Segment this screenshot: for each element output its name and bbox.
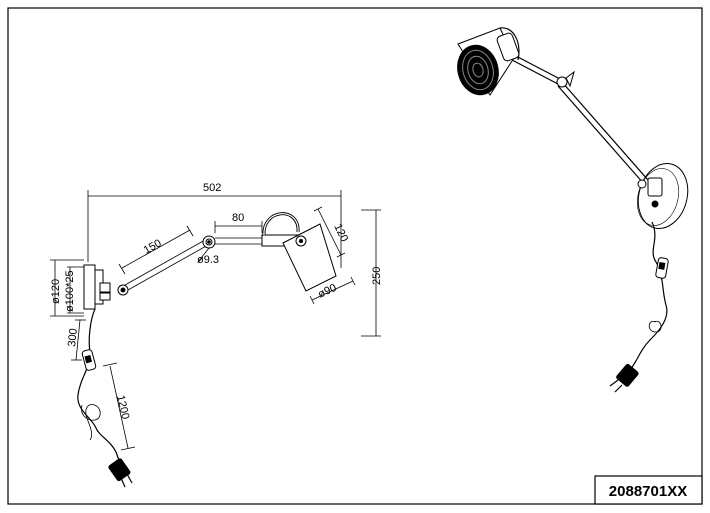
perspective-cable [629, 221, 668, 371]
dim-base-plate: ø100*25 [64, 266, 84, 314]
dim-base-diameter-label: ø120 [50, 279, 62, 304]
dim-cable-length-label: 1200 [114, 394, 131, 421]
dim-arm-length: 150 [118, 225, 194, 275]
dim-overall-width-label: 502 [203, 182, 221, 194]
dim-pivot: ø9.3 [197, 247, 219, 266]
product-code: 2088701XX [609, 483, 687, 500]
dim-base-plate-label: ø100*25 [64, 270, 76, 312]
dim-height-label: 250 [371, 267, 383, 285]
drawing-frame [7, 7, 703, 505]
perspective-wall-disc [636, 163, 689, 229]
lower-arm [124, 239, 209, 291]
dim-switch-distance: 300 [66, 319, 86, 361]
dim-arm-length-label: 150 [142, 237, 164, 256]
dim-height: 250 [361, 209, 383, 337]
dim-head-offset-label: 80 [232, 212, 244, 224]
power-plug [108, 458, 133, 488]
lamp-shade [282, 223, 337, 292]
dim-pivot-label: ø9.3 [197, 254, 219, 266]
title-block: 2088701XX [594, 475, 703, 505]
dim-cable-length: 1200 [102, 362, 136, 451]
side-view: 502 150 ø9.3 80 120 [50, 182, 383, 488]
dim-overall-width: 502 [87, 182, 342, 268]
perspective-arm [511, 54, 649, 189]
dim-head-offset: 80 [214, 212, 263, 233]
perspective-view [457, 27, 689, 393]
perspective-plug [609, 363, 639, 393]
dim-switch-distance-label: 300 [66, 328, 80, 348]
wall-base [83, 264, 111, 310]
power-cable [77, 308, 122, 467]
dim-base-diameter: ø120 [50, 259, 84, 317]
perspective-lamp-head [457, 27, 520, 96]
